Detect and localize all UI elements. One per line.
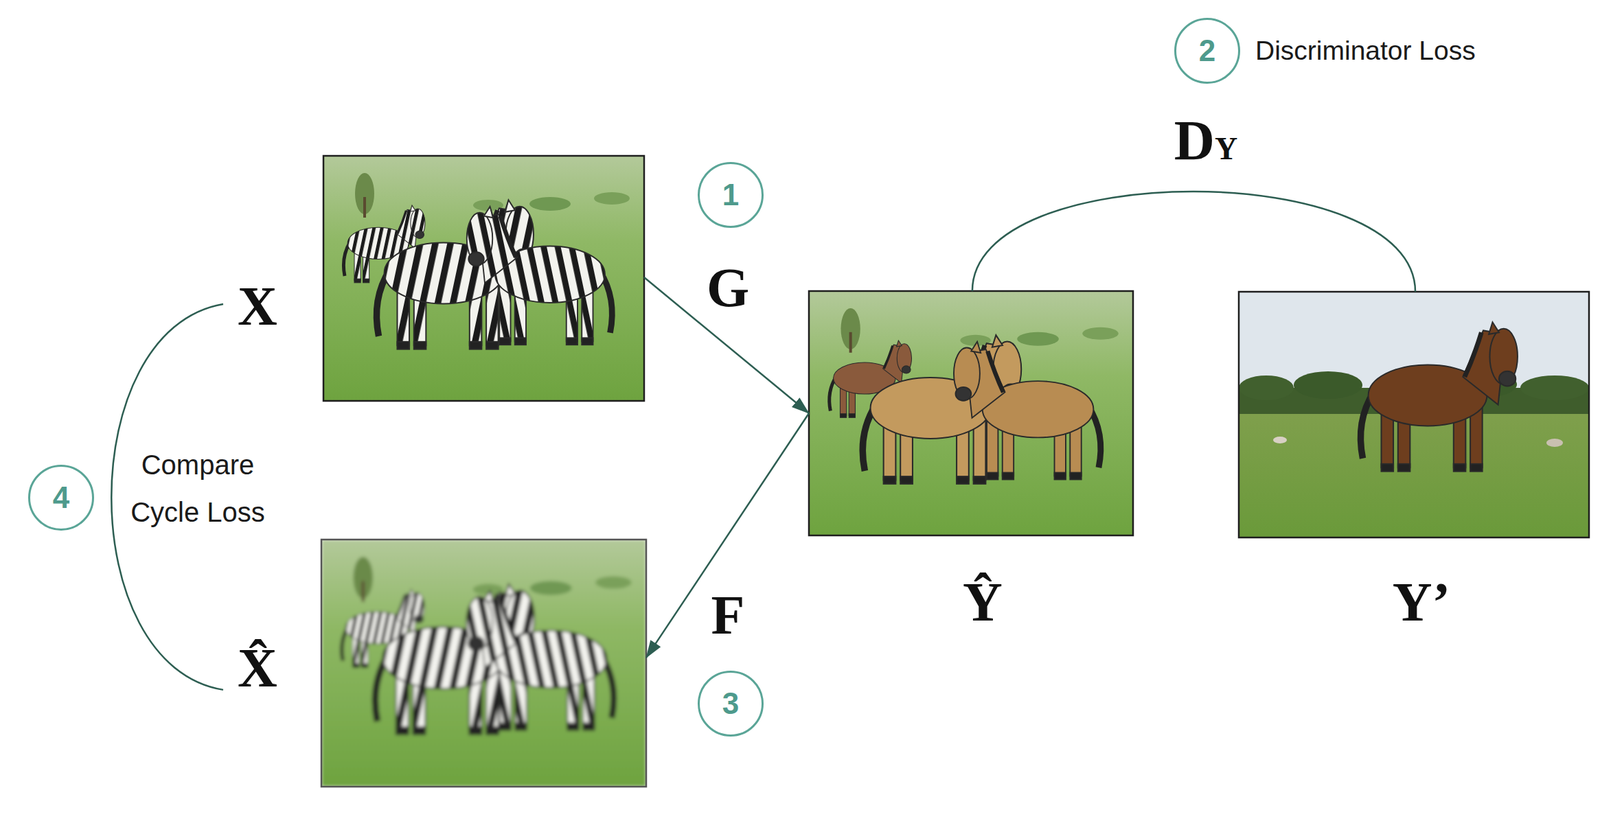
image-panel: Y’: [1238, 291, 1590, 643]
callout-number: 2: [1198, 35, 1216, 66]
step-circle: 2: [1174, 17, 1241, 84]
edge-label: DY: [1174, 109, 1238, 172]
connector-arrow: [646, 413, 809, 658]
image-label: Y’: [1392, 570, 1451, 634]
image-panel: X: [223, 155, 645, 402]
edge-label: Compare Cycle Loss: [122, 441, 274, 537]
edge-label: G: [706, 257, 750, 318]
image-panel: X̂: [223, 539, 647, 787]
step-circle: 3: [697, 670, 764, 737]
image-label: Ŷ: [962, 570, 1003, 634]
callout-number: 3: [722, 688, 739, 719]
callout-number: 4: [52, 482, 70, 513]
step-circle: 1: [697, 162, 764, 228]
connector-arc: [111, 304, 224, 691]
caption-label: Discriminator Loss: [1255, 35, 1476, 66]
image-label: X̂: [237, 636, 278, 700]
edge-label: F: [711, 585, 746, 646]
callout-number: 1: [722, 179, 739, 211]
image-label: X: [237, 274, 278, 338]
connector-arc: [972, 191, 1416, 292]
image-panel: Ŷ: [808, 291, 1134, 642]
step-circle: 4: [28, 464, 95, 531]
